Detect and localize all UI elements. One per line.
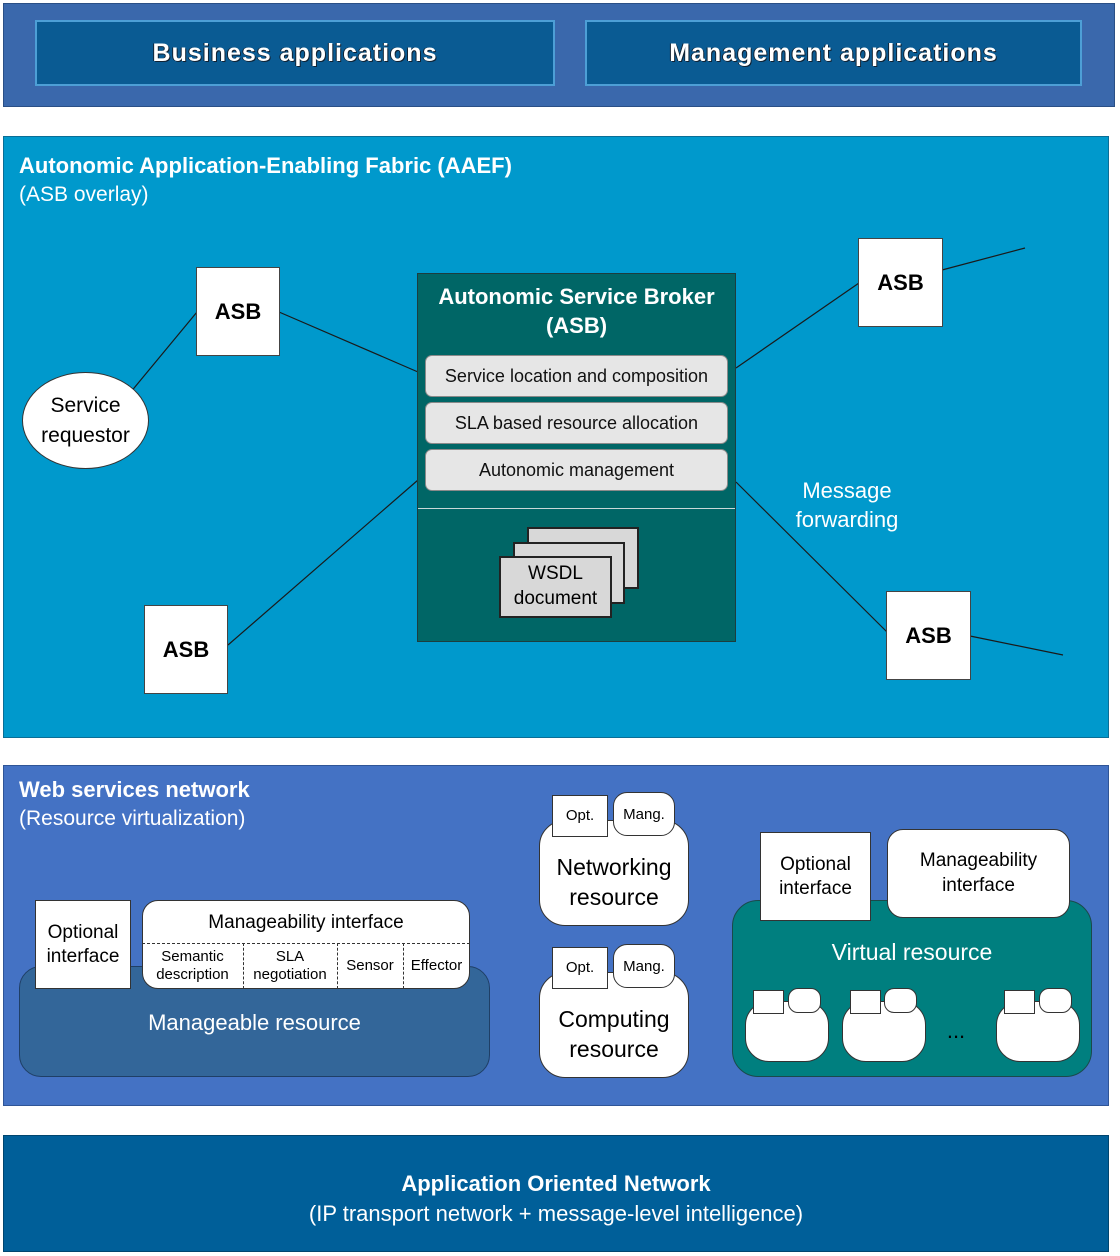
management-applications-box: Management applications <box>585 20 1082 86</box>
computing-resource: Computing resource <box>539 972 689 1078</box>
service-requestor-node: Service requestor <box>22 372 149 469</box>
optional-line2: interface <box>46 945 120 967</box>
semantic-line1: Semantic <box>161 948 224 965</box>
virtual-optional-line2: interface <box>779 877 852 899</box>
broker-divider <box>418 508 735 509</box>
virtual-optional-line1: Optional <box>780 853 851 875</box>
asb-node-right-bottom: ASB <box>886 591 971 680</box>
manageability-interface-header: Manageability interface <box>208 912 404 933</box>
effector-cell: Effector <box>410 957 463 974</box>
sla-negotiation-cell: SLA negotiation <box>243 944 337 988</box>
semantic-line2: description <box>156 966 229 983</box>
aon-title: Application Oriented Network <box>401 1171 711 1196</box>
networking-line1: Networking <box>556 854 672 881</box>
networking-resource: Networking resource <box>539 820 689 926</box>
computing-mang-box: Mang. <box>613 944 675 988</box>
networking-opt-box: Opt. <box>552 795 608 837</box>
sensor-cell: Sensor <box>346 957 394 974</box>
semantic-description-cell: Semantic description <box>142 944 243 988</box>
virtual-manageability-interface-box: Manageability interface <box>887 829 1070 918</box>
manageability-interface-panel <box>142 900 470 989</box>
forwarding-line2: forwarding <box>795 507 899 532</box>
forwarding-line1: Message <box>802 478 892 504</box>
service-requestor-line1: Service <box>50 394 121 418</box>
virtual-manageability-line1: Manageability <box>919 849 1038 871</box>
virtual-subresource-3-opt <box>1004 990 1035 1014</box>
service-requestor-line2: requestor <box>41 423 130 447</box>
optional-interface-box: Optional interface <box>35 900 131 989</box>
broker-title: Autonomic Service Broker (ASB) <box>417 281 736 343</box>
computing-opt-box: Opt. <box>552 947 608 989</box>
sla-line2: negotiation <box>253 966 327 983</box>
optional-line1: Optional <box>47 921 119 943</box>
sla-line1: SLA <box>275 948 305 965</box>
virtual-subresource-2-opt <box>850 990 881 1014</box>
asb-node-left-top: ASB <box>196 267 280 356</box>
business-applications-box: Business applications <box>35 20 555 86</box>
manageable-resource-label: Manageable resource <box>148 1010 361 1035</box>
function-sla-allocation: SLA based resource allocation <box>425 402 728 444</box>
broker-title-line2: (ASB) <box>545 313 608 338</box>
virtual-subresource-1-mang <box>788 988 821 1013</box>
cell-divider-3 <box>403 943 404 989</box>
virtual-resource-label: Virtual resource <box>831 938 993 965</box>
wsn-subtitle: (Resource virtualization) <box>19 807 246 830</box>
computing-line1: Computing <box>558 1006 670 1033</box>
virtual-optional-interface-box: Optional interface <box>760 832 871 921</box>
asb-node-left-bottom: ASB <box>144 605 228 694</box>
aaef-subtitle: (ASB overlay) <box>19 183 149 206</box>
aon-subtitle: (IP transport network + message-level in… <box>308 1201 804 1226</box>
wsdl-line1: WSDL <box>528 563 583 585</box>
cell-divider-2 <box>337 943 338 989</box>
function-service-location: Service location and composition <box>425 355 728 397</box>
networking-mang-box: Mang. <box>613 792 675 836</box>
virtual-subresource-1-opt <box>753 990 784 1014</box>
cell-divider-1 <box>243 943 244 989</box>
virtual-subresource-3-mang <box>1039 988 1072 1013</box>
asb-node-right-top: ASB <box>858 238 943 327</box>
networking-line2: resource <box>569 884 659 910</box>
computing-line2: resource <box>569 1036 659 1062</box>
virtual-ellipsis: ... <box>946 1018 966 1043</box>
wsdl-document: WSDL document <box>499 556 612 618</box>
message-forwarding-label: Message forwarding <box>778 477 916 535</box>
virtual-subresource-2-mang <box>884 988 917 1013</box>
virtual-manageability-line2: interface <box>942 874 1015 896</box>
manageability-dashed-divider <box>142 943 470 944</box>
application-oriented-network-band <box>3 1135 1109 1252</box>
function-autonomic-management: Autonomic management <box>425 449 728 491</box>
aaef-title: Autonomic Application-Enabling Fabric (A… <box>19 153 512 178</box>
broker-title-line1: Autonomic Service Broker <box>438 284 715 310</box>
wsdl-line2: document <box>513 588 598 609</box>
wsn-title: Web services network <box>19 777 250 802</box>
